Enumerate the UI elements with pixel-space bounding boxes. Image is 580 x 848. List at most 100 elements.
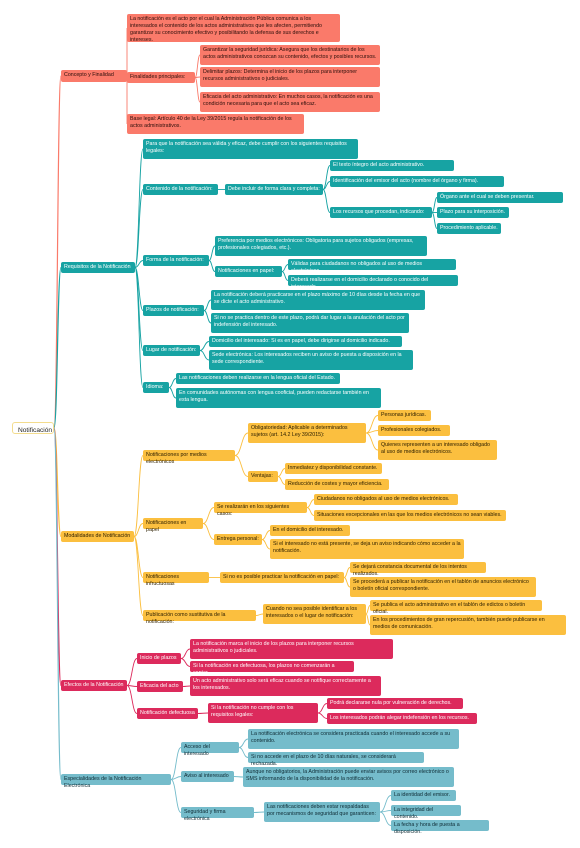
efectos-inicio-plazos[interactable]: Inicio de plazos [137,653,181,664]
connector-13 [134,260,144,268]
oblig-personas-juridicas[interactable]: Personas jurídicas. [378,410,431,421]
connector-72 [253,811,265,813]
branch-especialidades-electronica[interactable]: Especialidades de la Notificación Electr… [61,774,171,789]
recurso-plazo[interactable]: Plazo para su interposición. [437,207,509,218]
connector-58 [126,685,138,687]
aviso-correo-sms[interactable]: Aunque no obligatorios, la Administració… [243,767,454,787]
papel-casos[interactable]: Se realizarán en los siguientes casos: [214,502,307,517]
seguridad-integridad[interactable]: La integridad del contenido. [391,805,461,820]
connector-52 [343,567,351,578]
finalidades-principales[interactable]: Finalidades principales: [127,72,195,83]
modalidad-infructuosas[interactable]: Notificaciones infructuosas [143,572,209,587]
connector-73 [379,795,392,813]
lugar-domicilio[interactable]: Domicilio del interesado: Si es en papel… [209,336,402,347]
seguridad-identidad[interactable]: La identidad del emisor. [391,790,456,801]
connector-15 [134,267,144,351]
root-node-notificacion[interactable]: Notificación [12,422,54,434]
forma-notificaciones-papel[interactable]: Notificaciones en papel: [215,266,282,277]
connector-20 [322,189,331,213]
connector-38 [234,432,249,456]
publicacion-tablon[interactable]: Se publica el acto administrativo en el … [370,600,542,615]
finalidad-eficacia-acto[interactable]: Eficacia del acto administrativo: En muc… [200,92,380,112]
finalidad-delimitar-plazos[interactable]: Delimitar plazos: Determina el inicio de… [200,67,380,87]
acceso-practicada[interactable]: La notificación electrónica se considera… [248,729,459,749]
acceso-rechazada[interactable]: Si no accede en el plazo de 10 días natu… [248,752,424,767]
forma-notificacion[interactable]: Forma de la notificación: [143,255,209,266]
entrega-aviso[interactable]: Si el interesado no está presente, se de… [270,539,464,559]
connector-45 [202,507,215,524]
entrega-domicilio[interactable]: En el domicilio del interesado. [270,525,350,536]
connector-29 [203,310,212,324]
connector-34 [133,455,144,537]
papel-domicilio-declarado[interactable]: Deberá realizarse en el domicilio declar… [288,275,458,290]
electronica-ventajas[interactable]: Ventajas: [248,471,278,482]
concepto-definicion[interactable]: La notificación es el acto por el cual l… [127,14,340,43]
connector-44 [277,476,286,485]
infructuosas-constancia[interactable]: Se dejará constancia documental de los i… [350,562,486,577]
seguridad-mecanismos[interactable]: Las notificaciones deben estar respaldad… [264,802,380,822]
contenido-recursos[interactable]: Los recursos que procedan, indicando: [330,207,432,218]
defectuosa-condicion[interactable]: Si la notificación no cumple con los req… [208,703,318,723]
efectos-notificacion-defectuosa[interactable]: Notificación defectuosa [137,708,198,719]
plazos-diez-dias[interactable]: La notificación deberá practicarse en el… [211,290,425,310]
connector-12 [134,189,144,268]
especialidad-acceso[interactable]: Acceso del interesado [181,742,239,757]
infructuosas-condicion[interactable]: Si no es posible practicar la notificaci… [220,572,344,583]
idioma-lengua-oficial[interactable]: Las notificaciones deben realizarse en l… [176,373,340,384]
inicio-plazos-marca[interactable]: La notificación marca el inicio de los p… [190,639,393,659]
branch-efectos[interactable]: Efectos de la Notificación [61,680,127,691]
lugar-notificacion[interactable]: Lugar de notificación: [143,345,200,356]
ventaja-reduccion-costes[interactable]: Reducción de costes y mayor eficiencia. [285,479,389,490]
connector-8 [194,54,201,78]
recurso-organo[interactable]: Órgano ante el cual se deben presentar. [437,192,563,203]
contenido-clara-completa[interactable]: Debe incluir de forma clara y completa: [225,184,323,195]
especialidad-aviso[interactable]: Aviso al interesado [181,771,234,782]
connector-49 [261,530,271,540]
modalidad-electronica[interactable]: Notificaciones por medios electrónicos [143,450,235,465]
plazos-notificacion[interactable]: Plazos de notificación: [143,305,204,316]
finalidad-seguridad-juridica[interactable]: Garantizar la seguridad jurídica: Asegur… [200,45,380,65]
infructuosas-publicacion[interactable]: Se procederá a publicar la notificación … [350,577,536,597]
connector-4 [53,427,62,781]
efectos-eficacia-acto[interactable]: Eficacia del acto [137,681,183,692]
publicacion-medios[interactable]: En los procedimientos de gran repercusió… [370,615,566,635]
lugar-sede-electronica[interactable]: Sede electrónica: Los interesados recibe… [209,350,413,370]
seguridad-fecha-hora[interactable]: La fecha y hora de puesta a disposición. [391,820,489,835]
branch-concepto-finalidad[interactable]: Concepto y Finalidad [61,70,127,82]
contenido-texto-integro[interactable]: El texto íntegro del acto administrativo… [330,160,454,171]
branch-modalidades[interactable]: Modalidades de Notificación [61,531,134,542]
contenido-identificacion-emisor[interactable]: Identificación del emisor del acto (nomb… [330,176,504,187]
oblig-representantes[interactable]: Quienes representen a un interesado obli… [378,440,497,460]
connector-56 [365,613,371,626]
casos-excepcionales[interactable]: Situaciones excepcionales en las que los… [314,510,506,521]
connector-27 [281,271,289,281]
casos-ciudadanos[interactable]: Ciudadanos no obligados al uso de medios… [314,494,458,505]
connector-1 [53,266,62,429]
papel-entrega-personal[interactable]: Entrega personal: [214,534,262,545]
requisitos-intro[interactable]: Para que la notificación sea válida y ef… [143,139,358,159]
forma-preferencia-electronica[interactable]: Preferencia por medios electrónicos: Obl… [215,236,427,256]
defectuosa-indefension[interactable]: Los interesados podrán alegar indefensió… [327,713,477,724]
connector-66 [170,747,182,780]
defectuosa-nula[interactable]: Podrá declararse nula por vulneración de… [327,698,463,709]
ventaja-inmediatez[interactable]: Inmediatez y disponibilidad constante. [285,463,382,474]
branch-requisitos[interactable]: Requisitos de la Notificación [61,262,135,273]
publicacion-cuando[interactable]: Cuando no sea posible identificar a los … [263,604,366,624]
connector-71 [233,776,244,778]
connector-30 [199,341,210,351]
modalidad-publicacion[interactable]: Publicación como sustitutiva de la notif… [143,610,256,625]
idioma[interactable]: Idioma: [143,382,169,393]
modalidad-papel[interactable]: Notificaciones en papel [143,518,203,533]
base-legal[interactable]: Base legal: Artículo 40 de la Ley 39/201… [127,114,304,134]
plazos-anulacion[interactable]: Si no se practica dentro de este plazo, … [211,313,409,333]
eficacia-solo-notificado[interactable]: Un acto administrativo solo será eficaz … [190,676,381,696]
papel-ciudadanos-no-obligados[interactable]: Válidas para ciudadanos no obligados al … [288,259,456,274]
contenido-notificacion[interactable]: Contenido de la notificación: [143,184,218,195]
connector-48 [306,507,315,516]
especialidad-seguridad-firma[interactable]: Seguridad y firma electrónica [181,807,254,822]
recurso-procedimiento[interactable]: Procedimiento aplicable. [437,223,501,234]
inicio-plazos-defectuosa[interactable]: Si la notificación es defectuosa, los pl… [190,661,354,676]
idioma-cooficial[interactable]: En comunidades autónomas con lengua coof… [176,388,381,408]
oblig-profesionales-colegiados[interactable]: Profesionales colegiados. [378,425,450,436]
electronica-obligatoriedad[interactable]: Obligatoriedad: Aplicable a determinados… [248,423,366,443]
